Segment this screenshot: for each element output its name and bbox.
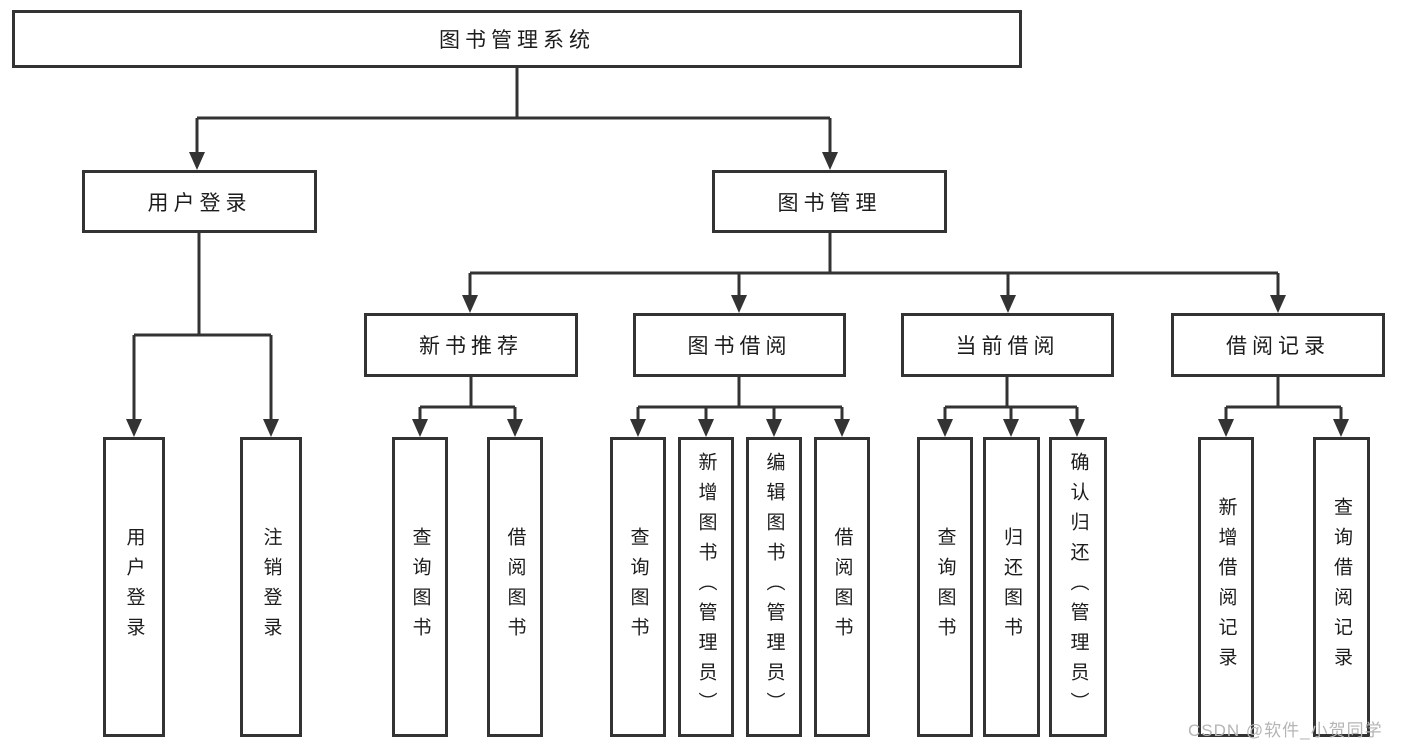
leaf-rec-query-books: 查询图书 [392,437,448,737]
leaf-cur-confirm-return-admin: 确认归还（管理员） [1049,437,1107,737]
leaf-bor-add-books-admin: 新增图书（管理员） [678,437,734,737]
leaf-recd-query-borrow-record: 查询借阅记录 [1313,437,1370,737]
node-book-borrowing: 图书借阅 [633,313,846,377]
leaf-logout-login: 注销登录 [240,437,302,737]
node-current-borrowing: 当前借阅 [901,313,1114,377]
node-library-management-system: 图书管理系统 [12,10,1022,68]
node-new-book-recommendation: 新书推荐 [364,313,578,377]
leaf-rec-borrow-books: 借阅图书 [487,437,543,737]
node-book-management: 图书管理 [712,170,947,233]
csdn-watermark: CSDN @软件_小贺同学 [1188,721,1383,740]
leaf-user-login: 用户登录 [103,437,165,737]
leaf-cur-query-books: 查询图书 [917,437,973,737]
node-borrowing-records: 借阅记录 [1171,313,1385,377]
node-user-login: 用户登录 [82,170,317,233]
leaf-bor-edit-books-admin: 编辑图书（管理员） [746,437,802,737]
leaf-recd-add-borrow-record: 新增借阅记录 [1198,437,1254,737]
leaf-bor-query-books: 查询图书 [610,437,666,737]
leaf-bor-borrow-books: 借阅图书 [814,437,870,737]
leaf-cur-return-books: 归还图书 [983,437,1040,737]
